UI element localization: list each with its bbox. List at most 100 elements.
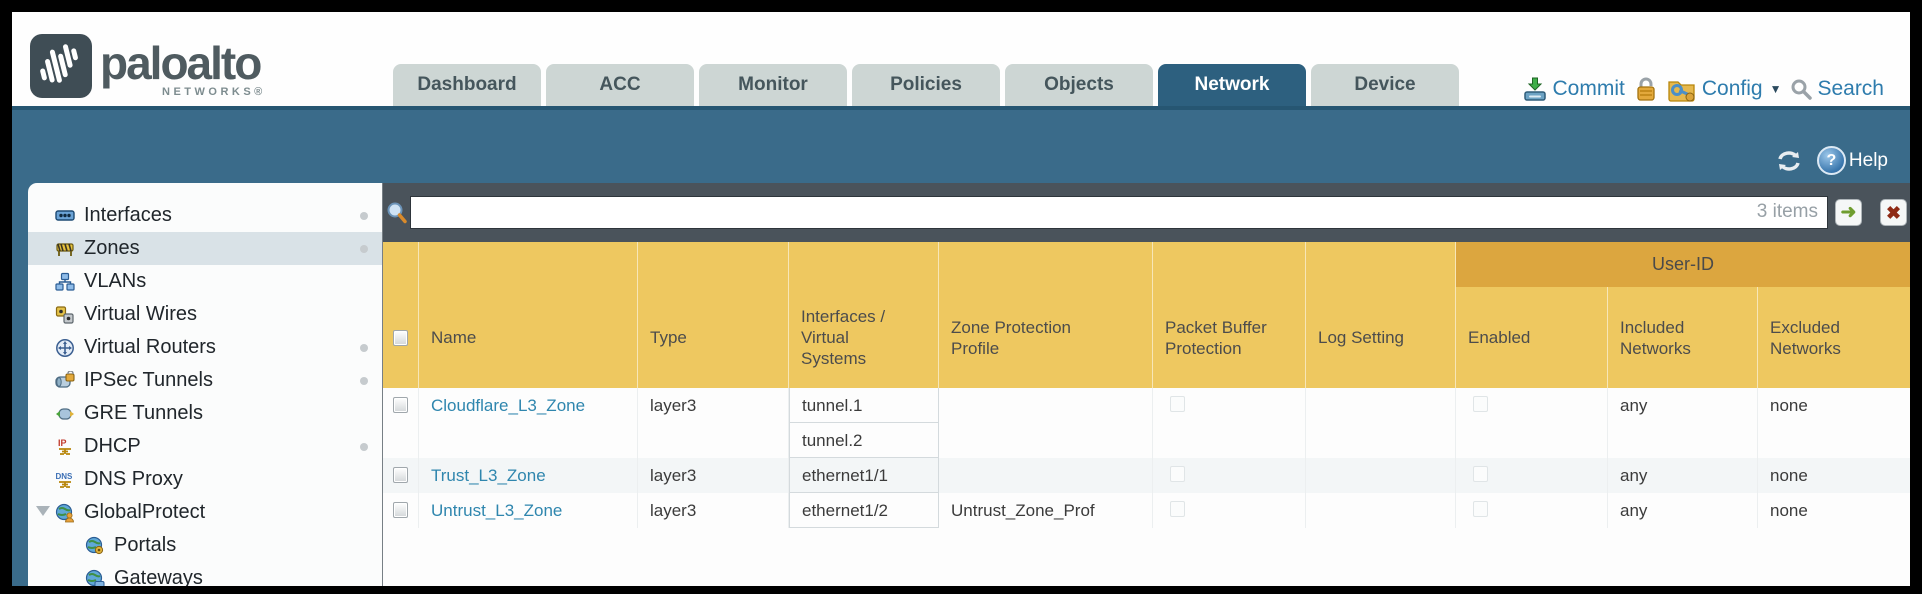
zone-type: layer3 — [638, 458, 789, 493]
interfaces-icon — [55, 209, 75, 221]
ipsec-tunnels-icon — [55, 370, 75, 388]
sidebar-item-virtual-routers[interactable]: Virtual Routers — [28, 331, 382, 364]
col-header-included-networks[interactable]: Included Networks — [1608, 242, 1758, 388]
network-sidebar: Interfaces Zones — [28, 183, 383, 586]
sidebar-item-gateways[interactable]: Gateways — [28, 562, 382, 586]
zone-protection-profile — [939, 388, 1153, 458]
interface-entry: tunnel.2 — [790, 423, 938, 458]
packet-buffer-protection-cell — [1153, 458, 1306, 493]
zone-name-link[interactable]: Untrust_L3_Zone — [431, 501, 563, 520]
excluded-networks-cell: none — [1770, 396, 1808, 415]
tab-objects[interactable]: Objects — [1005, 64, 1153, 106]
tab-network[interactable]: Network — [1158, 64, 1306, 106]
help-icon: ? — [1816, 146, 1846, 175]
zone-type: layer3 — [638, 493, 789, 528]
row-checkbox[interactable] — [393, 502, 408, 518]
sidebar-item-portals[interactable]: Portals — [28, 529, 382, 562]
enabled-checkbox[interactable] — [1473, 501, 1488, 517]
collapse-triangle-icon[interactable] — [36, 506, 50, 516]
clear-filter-icon: ✖ — [1885, 202, 1902, 223]
filter-search-icon[interactable] — [386, 202, 407, 224]
lock-icon — [1637, 77, 1655, 101]
header-actions: Commit Config ▼ — [1522, 72, 1884, 106]
enabled-checkbox[interactable] — [1473, 466, 1488, 482]
zone-name-link[interactable]: Cloudflare_L3_Zone — [431, 396, 586, 415]
status-dot — [360, 377, 368, 385]
col-header-name[interactable]: Name — [419, 242, 638, 388]
sidebar-item-gre-tunnels[interactable]: GRE Tunnels — [28, 397, 382, 430]
commit-icon — [1523, 77, 1546, 101]
brand-wordmark: paloalto — [100, 37, 262, 89]
zones-pane: 3 items ➜ ✖ User-ID Name Type Interfaces… — [383, 183, 1910, 586]
firewall-web-ui: paloalto NETWORKS® Dashboard ACC Monitor… — [12, 12, 1910, 586]
sidebar-item-virtual-wires[interactable]: Virtual Wires — [28, 298, 382, 331]
included-networks-cell: any — [1608, 458, 1758, 493]
zones-icon — [56, 242, 74, 256]
sidebar-item-ipsec-tunnels[interactable]: IPSec Tunnels — [28, 364, 382, 397]
enabled-checkbox[interactable] — [1473, 396, 1488, 412]
user-id-enabled-cell — [1456, 388, 1608, 458]
sidebar-item-globalprotect[interactable]: GlobalProtect — [28, 496, 382, 529]
status-dot — [360, 245, 368, 253]
config-label: Config — [1701, 77, 1763, 100]
col-header-excluded-networks[interactable]: Excluded Networks — [1770, 317, 1841, 358]
col-header-interfaces[interactable]: Interfaces / Virtual Systems — [789, 242, 939, 388]
tab-policies[interactable]: Policies — [852, 64, 1000, 106]
search-label: Search — [1817, 77, 1884, 100]
clear-filter-button[interactable]: ✖ — [1880, 199, 1907, 226]
table-row: Cloudflare_L3_Zone layer3 tunnel.1 tunne… — [383, 388, 1910, 458]
filter-input[interactable] — [410, 196, 1828, 229]
tab-monitor[interactable]: Monitor — [699, 64, 847, 106]
help-button[interactable]: ? Help — [1816, 146, 1888, 175]
sidebar-item-label: Portals — [114, 534, 177, 556]
sidebar-item-label: Zones — [84, 237, 140, 259]
log-setting-cell — [1306, 493, 1456, 528]
packet-buffer-checkbox[interactable] — [1170, 396, 1185, 412]
sidebar-item-vlans[interactable]: VLANs — [28, 265, 382, 298]
row-checkbox[interactable] — [393, 467, 408, 483]
zone-interfaces: ethernet1/1 — [789, 458, 939, 493]
excluded-networks-cell: none — [1770, 466, 1808, 485]
virtual-routers-icon — [56, 338, 74, 357]
zone-name-link[interactable]: Trust_L3_Zone — [431, 466, 546, 485]
paloalto-logo-icon — [30, 34, 92, 98]
tab-dashboard[interactable]: Dashboard — [393, 64, 541, 106]
col-header-zone-protection-profile[interactable]: Zone Protection Profile — [939, 242, 1153, 388]
user-id-group-header: User-ID — [1456, 242, 1910, 287]
packet-buffer-checkbox[interactable] — [1170, 501, 1185, 517]
packet-buffer-checkbox[interactable] — [1170, 466, 1185, 482]
col-header-packet-buffer-protection[interactable]: Packet Buffer Protection — [1153, 242, 1306, 388]
commit-button[interactable]: Commit — [1522, 76, 1625, 102]
sidebar-item-label: Virtual Routers — [84, 336, 216, 358]
status-dot — [360, 344, 368, 352]
top-header: paloalto NETWORKS® Dashboard ACC Monitor… — [12, 12, 1910, 106]
sidebar-item-interfaces[interactable]: Interfaces — [28, 199, 382, 232]
col-header-type[interactable]: Type — [638, 242, 789, 388]
included-networks-cell: any — [1608, 493, 1758, 528]
items-count: 3 items — [1756, 201, 1818, 222]
svg-text:IP: IP — [58, 438, 67, 448]
table-row: Untrust_L3_Zone layer3 ethernet1/2 Untru… — [383, 493, 1910, 528]
refresh-icon[interactable] — [1775, 148, 1803, 174]
sidebar-item-zones[interactable]: Zones — [28, 232, 382, 265]
sidebar-item-dns-proxy[interactable]: DNS DNS Proxy — [28, 463, 382, 496]
col-header-enabled[interactable]: Enabled — [1456, 242, 1608, 388]
config-menu-button[interactable]: Config ▼ — [1667, 76, 1781, 103]
select-all-checkbox[interactable] — [393, 329, 408, 346]
sidebar-item-label: Virtual Wires — [84, 303, 197, 325]
sidebar-item-label: IPSec Tunnels — [84, 369, 213, 391]
apply-filter-button[interactable]: ➜ — [1835, 199, 1862, 226]
packet-buffer-protection-cell — [1153, 493, 1306, 528]
tab-acc[interactable]: ACC — [546, 64, 694, 106]
tab-device[interactable]: Device — [1311, 64, 1459, 106]
status-dot — [360, 443, 368, 451]
globalprotect-icon — [55, 503, 74, 522]
sidebar-item-label: GRE Tunnels — [84, 402, 203, 424]
dhcp-icon: IP — [58, 438, 71, 455]
col-header-log-setting[interactable]: Log Setting — [1306, 242, 1456, 388]
row-checkbox[interactable] — [393, 397, 408, 413]
config-lock-button[interactable] — [1634, 76, 1658, 102]
search-button[interactable]: Search — [1790, 77, 1884, 101]
sidebar-item-dhcp[interactable]: IP DHCP — [28, 430, 382, 463]
help-label: Help — [1848, 149, 1888, 171]
